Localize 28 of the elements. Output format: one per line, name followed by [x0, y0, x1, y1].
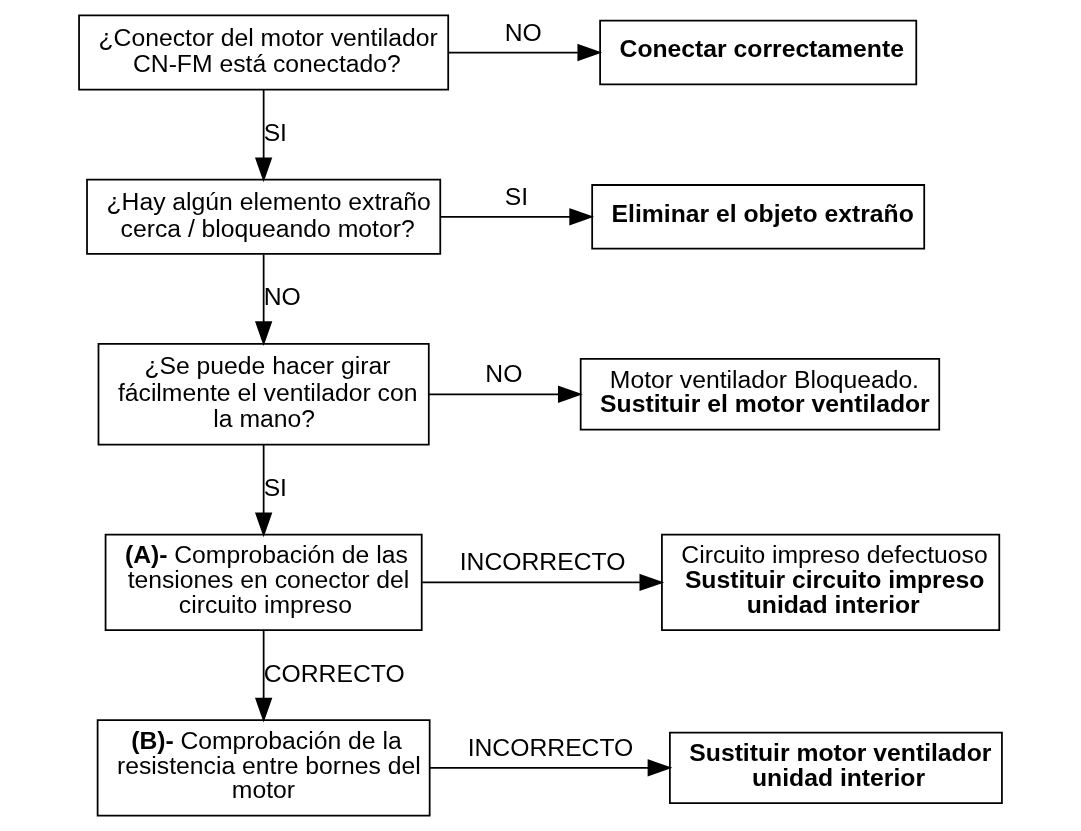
node-box: ¿Se puede hacer girar fácilmente el ventilador con la mano?	[97, 343, 430, 446]
arrow	[254, 444, 273, 538]
node-box: Motor ventilador Bloqueado. Sustituir el motor ventilador	[579, 358, 941, 431]
node-box: Eliminar el objeto extraño	[591, 184, 926, 250]
node-box: ¿Hay algún elemento extraño cerca / bloqueando motor?	[86, 178, 442, 255]
node-box: Conectar correctamente	[599, 19, 918, 86]
edge-label: NO	[263, 283, 301, 311]
node-box: Circuito impreso defectuoso Sustituir circuito impreso unidad interior	[661, 533, 1001, 631]
arrow	[254, 89, 273, 183]
arrow	[421, 573, 665, 592]
edge-label: SI	[263, 119, 287, 147]
arrow	[429, 759, 673, 777]
node-box: ¿Conector del motor ventilador CN-FM está conectado?	[78, 14, 450, 91]
edge-label: NO	[485, 360, 523, 388]
node-box: (B)- Comprobación de la resistencia entre bornes del motor	[96, 719, 431, 817]
node-box: Sustituir motor ventilador unidad interior	[669, 731, 1003, 805]
arrow	[428, 385, 583, 403]
node-box: (A)- Comprobación de las tensiones en conector del circuito impreso	[104, 533, 423, 631]
edge-label: SI	[263, 474, 287, 502]
edge-label: NO	[504, 18, 542, 46]
arrow	[254, 629, 273, 723]
edge-label: INCORRECTO	[467, 733, 634, 761]
edge-label: INCORRECTO	[459, 548, 626, 576]
arrow	[447, 43, 603, 62]
edge-label: CORRECTO	[263, 659, 405, 687]
arrow	[254, 253, 273, 347]
edge-label: SI	[504, 182, 529, 210]
arrow	[439, 208, 595, 226]
